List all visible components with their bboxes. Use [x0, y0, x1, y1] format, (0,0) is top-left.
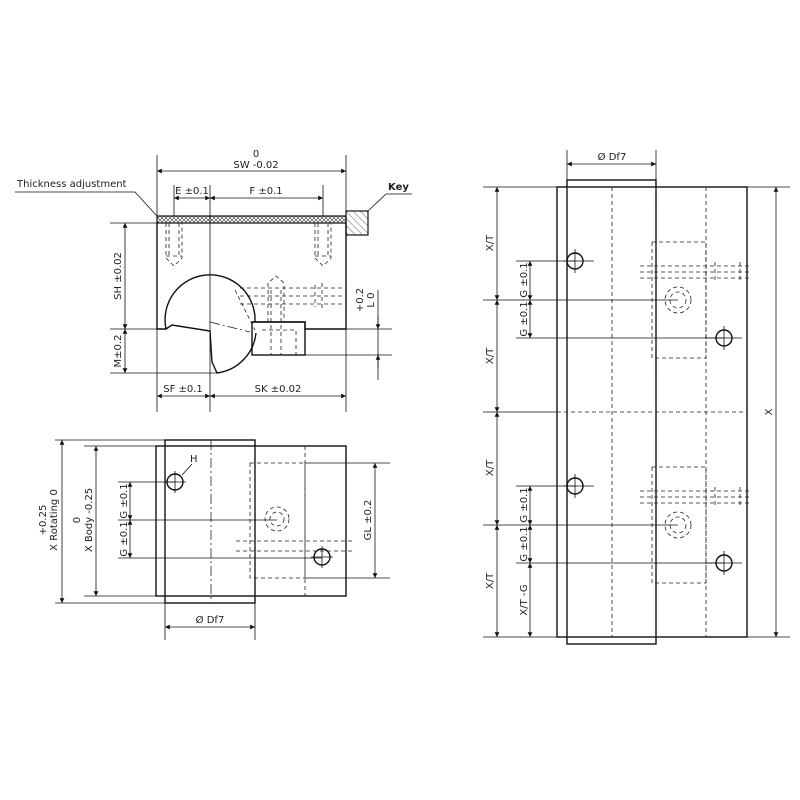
thickness-adjustment-label: Thickness adjustment — [16, 179, 127, 190]
rotating-label: X Rotating 0 — [49, 489, 60, 551]
sk-label: SK ±0.02 — [255, 384, 302, 395]
e-label: E ±0.1 — [175, 186, 209, 197]
x-label: X — [764, 408, 775, 415]
l-label: L 0 — [366, 292, 377, 307]
stop-block — [251, 321, 306, 356]
g-label: G ±0.1 — [519, 487, 530, 522]
mounting-holes — [563, 249, 742, 575]
g-label: G ±0.1 — [519, 526, 530, 561]
sw-tolerance-upper: 0 — [253, 149, 259, 160]
key — [345, 210, 369, 236]
key-label: Key — [388, 182, 409, 193]
sw-label: SW -0.02 — [233, 160, 278, 171]
side-view: H +0.25 X Rotating 0 0 X Body -0.25 G ±0… — [38, 439, 390, 640]
carriage-body-outline — [156, 223, 347, 330]
g-label: G ±0.1 — [519, 262, 530, 297]
xt-minus-g-label: X/T -G — [519, 584, 530, 615]
body-outline — [155, 445, 347, 597]
f-label: F ±0.1 — [249, 186, 282, 197]
sh-label: SH ±0.02 — [113, 252, 124, 300]
g-label-upper: G ±0.1 — [119, 483, 130, 518]
xt-label: X/T — [485, 234, 496, 251]
body-tolerance: 0 — [72, 517, 83, 523]
diameter-label: Ø Df7 — [196, 614, 225, 626]
gl-label: GL ±0.2 — [363, 500, 374, 541]
xt-label: X/T — [485, 459, 496, 476]
g-label: G ±0.1 — [519, 301, 530, 336]
h-label: H — [190, 454, 198, 465]
l-tolerance-upper: +0.2 — [355, 288, 366, 312]
xt-label: X/T — [485, 347, 496, 364]
diameter-label: Ø Df7 — [598, 151, 627, 163]
rotating-tolerance: +0.25 — [38, 505, 49, 536]
m-label: M±0.2 — [113, 335, 124, 368]
thickness-adjustment-shim — [156, 215, 347, 224]
g-label-lower: G ±0.1 — [119, 521, 130, 556]
front-view: 0 SW -0.02 E ±0.1 F ±0.1 Thickness adjus… — [15, 149, 412, 412]
body-label: X Body -0.25 — [84, 488, 95, 552]
shaft — [164, 439, 256, 604]
xt-label: X/T — [485, 572, 496, 589]
long-view: Ø Df7 X/T X/T X/T X/T G ±0.1 G ±0.1 G ±0… — [483, 150, 790, 645]
sf-label: SF ±0.1 — [163, 384, 203, 395]
